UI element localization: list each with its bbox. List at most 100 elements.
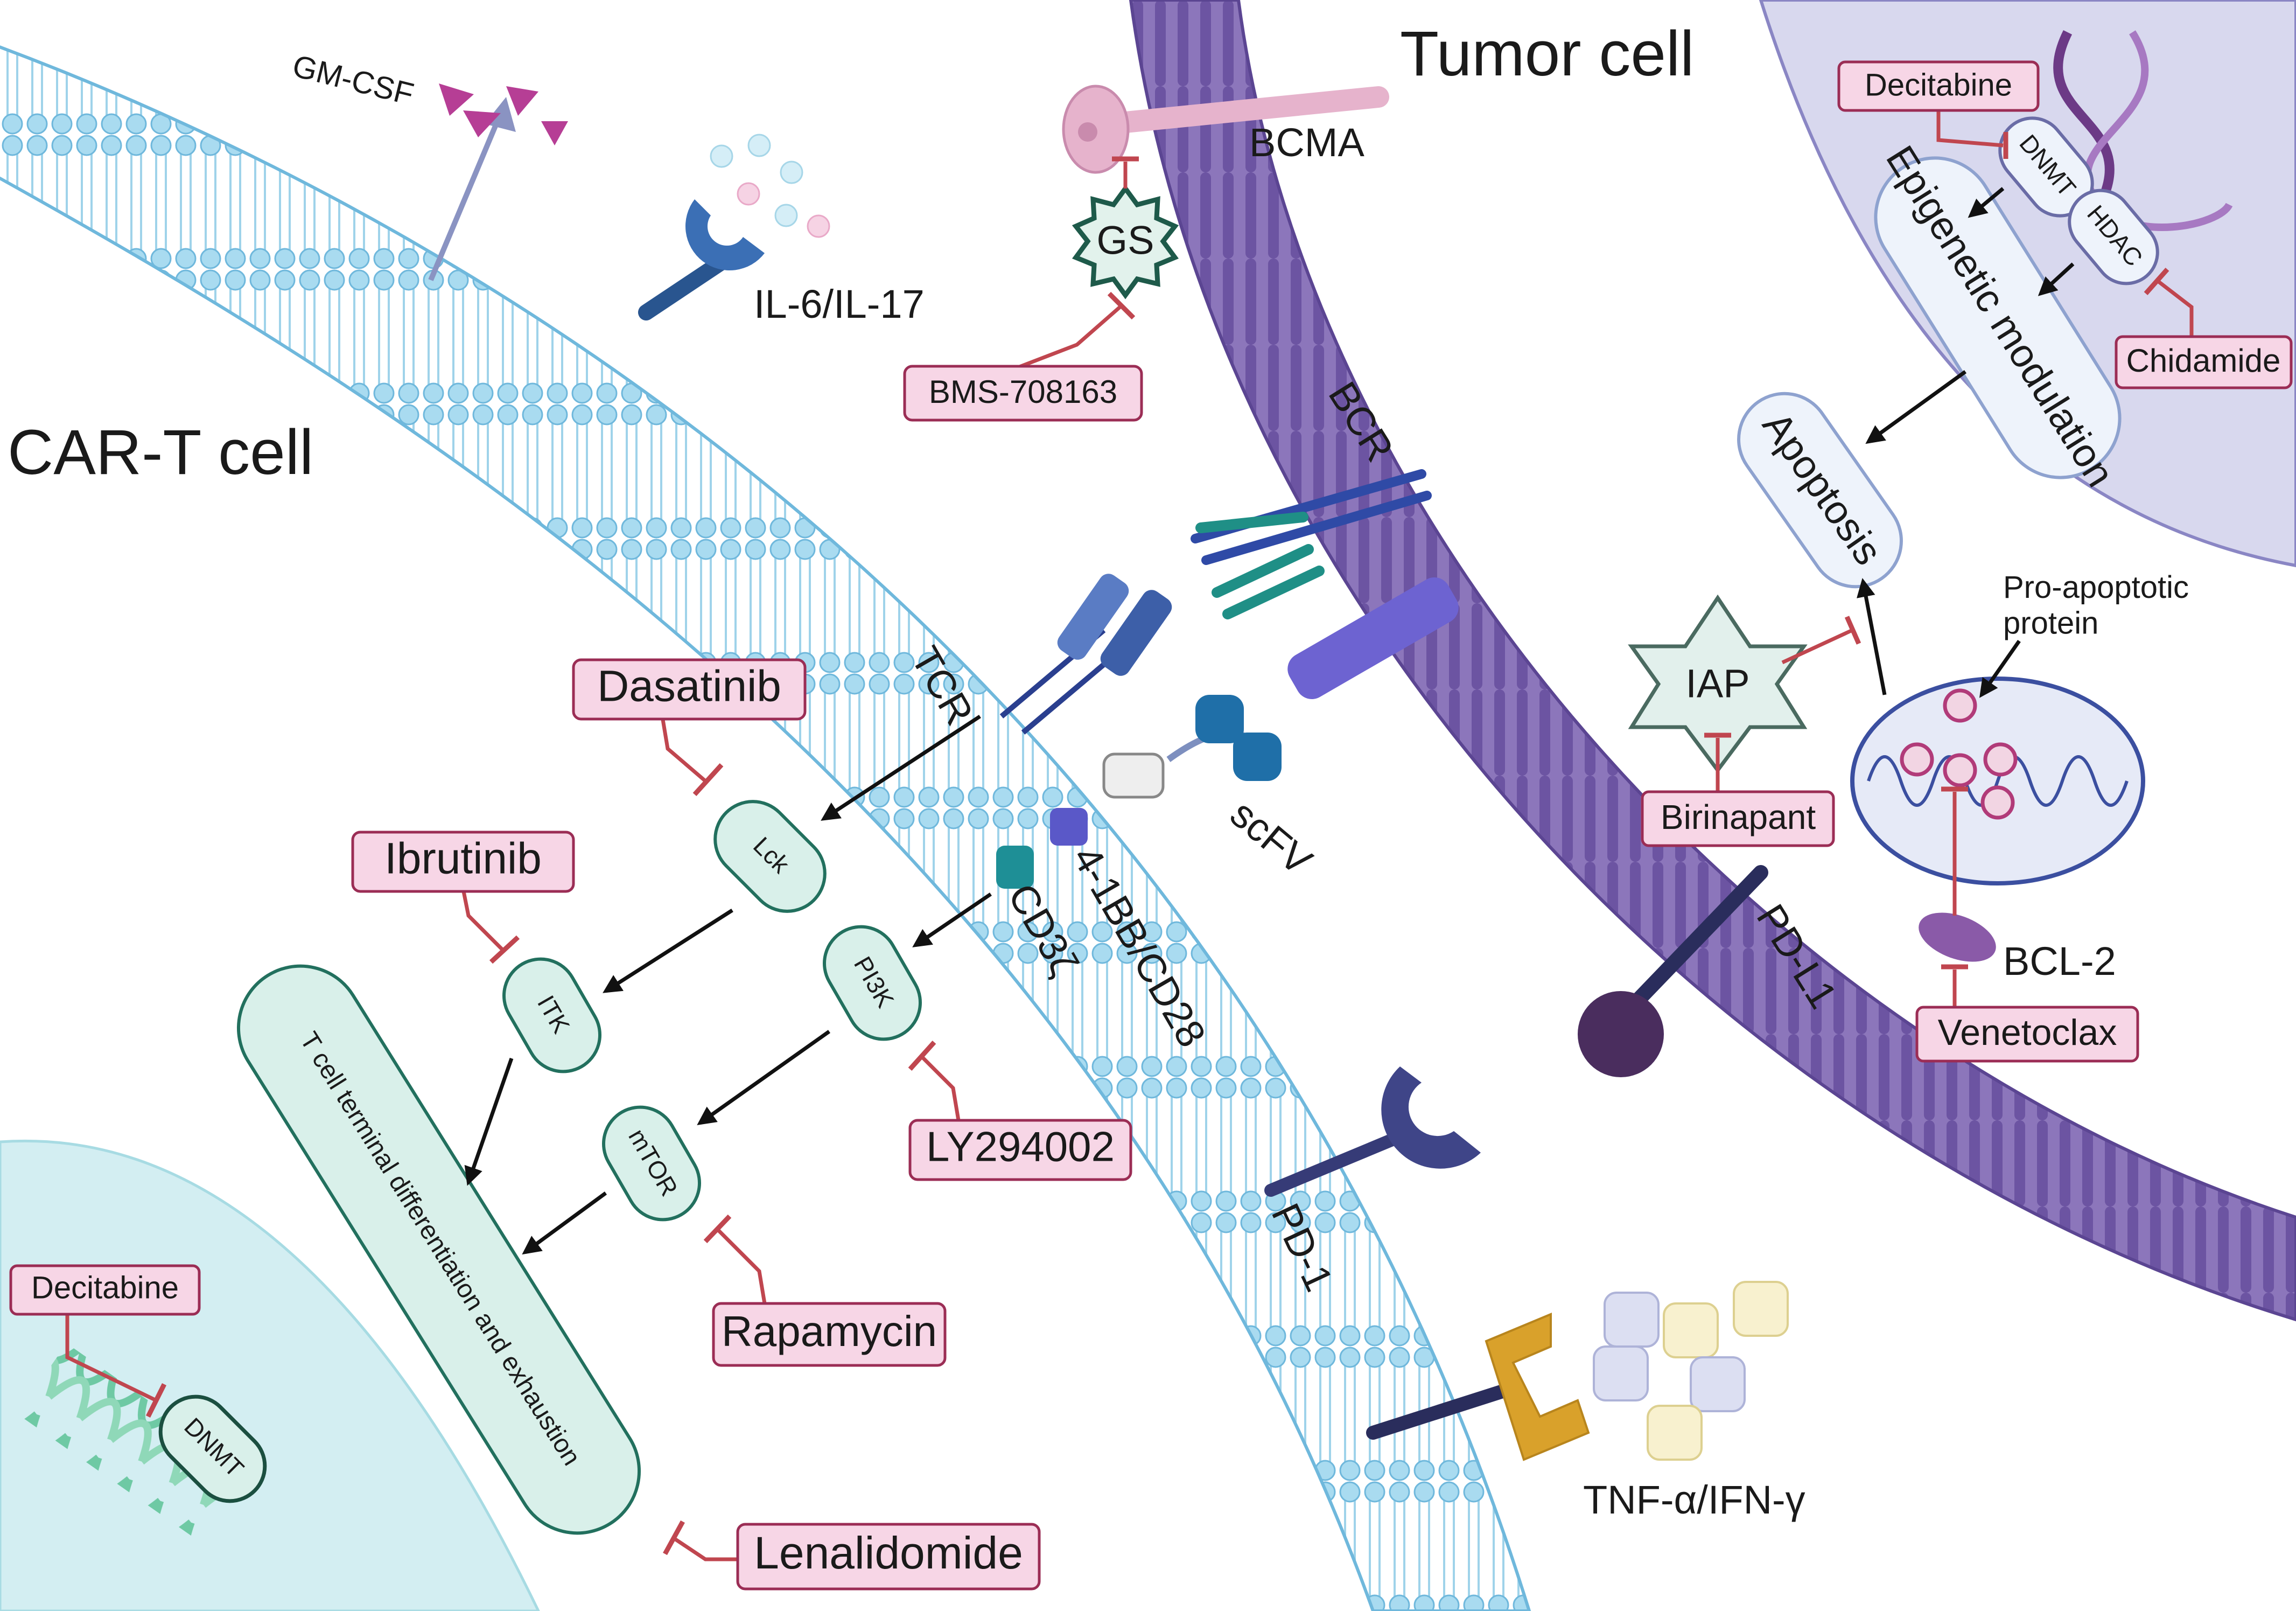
birinapant-label: Birinapant (1661, 798, 1816, 836)
arrow-cd3z-pi3k (912, 892, 992, 947)
antigen-block (1287, 577, 1459, 699)
transmembrane-domain (1102, 752, 1165, 799)
chidamide-label: Chidamide (2126, 343, 2281, 379)
bcl2-label: BCL-2 (2003, 939, 2116, 984)
scfv-domain (1195, 695, 1244, 743)
iap-label: IAP (1685, 661, 1749, 706)
inhibit-bms-gs (1006, 305, 1122, 374)
tcr-chain (1057, 574, 1129, 660)
drug-chidamide: Chidamide (2115, 335, 2293, 389)
t-cell-membrane (0, 45, 1531, 1611)
inhibit-bar (1107, 291, 1136, 320)
arrow-itk-exhaustion (464, 1057, 514, 1186)
secretion-arrow (428, 112, 503, 281)
bcma-stalk (1098, 86, 1389, 135)
gm-csf-molecule (439, 83, 474, 116)
pdl1-head (1578, 991, 1664, 1077)
inhibit-rapamycin-mtor (715, 1226, 767, 1304)
drug-bms-708163: BMS-708163 (903, 365, 1143, 422)
drug-venetoclax: Venetoclax (1915, 1006, 2139, 1063)
gamma-secretase: GS (1072, 184, 1179, 299)
dasatinib-label: Dasatinib (597, 662, 781, 711)
drug-decitabine-t: Decitabine (9, 1264, 201, 1316)
tnf-ifn-receptor: TNF-α/IFN-γ (1366, 1281, 1805, 1522)
cytokine-dot (774, 204, 798, 227)
cd3z-domain (996, 846, 1034, 889)
pd1-stalk (1264, 1130, 1406, 1197)
node-pi3k: PI3K (823, 925, 922, 1041)
bcr-chain (1201, 491, 1432, 565)
cytokine-square (1593, 1345, 1649, 1401)
mito-cristae (1867, 755, 2129, 807)
arrow-mito-apoptosis (1857, 578, 1887, 695)
arrow-epigenetic-apoptosis (1865, 370, 1967, 444)
bcl2-blob (1919, 912, 1996, 962)
tnf-receptor-stalk (1366, 1383, 1515, 1440)
ibrutinib-label: Ibrutinib (384, 834, 542, 883)
node-itk: ITK (502, 957, 601, 1073)
arrow-to-mito-dot (1979, 639, 2021, 698)
pdl1-stalk (1613, 865, 1768, 1026)
drug-birinapant: Birinapant (1641, 790, 1835, 847)
tumor-membrane (1129, 0, 2296, 1322)
arrow-hdac-epigenetic (2038, 262, 2075, 296)
gs-label: GS (1097, 218, 1154, 263)
node-dnmt-t: DNMT (158, 1394, 267, 1503)
inhibit-bar (908, 1040, 936, 1071)
inhibit-ibrutinib-itk (461, 888, 505, 952)
scfv-domain (1233, 733, 1282, 781)
bcma-receptor: BCMA (1062, 85, 1389, 174)
node-lck: Lck (713, 800, 827, 913)
rapamycin-label: Rapamycin (722, 1307, 937, 1355)
bcr-chain (1195, 512, 1308, 533)
inhibit-bar (703, 1214, 732, 1244)
tcr-chain (1100, 590, 1172, 676)
ly294002-label: LY294002 (926, 1123, 1115, 1170)
inhibit-bar (1844, 616, 1861, 645)
bcr-chain (1222, 566, 1325, 619)
inhibit-dasatinib-lck (660, 716, 707, 783)
cytokine-dot (737, 182, 760, 206)
node-mtor: mTOR (602, 1105, 701, 1222)
il6-il17-receptor: IL-6/IL-17 (638, 134, 925, 326)
secretion-arrowhead (485, 97, 516, 132)
cytokine-square (1647, 1405, 1703, 1461)
cytokine-square (1733, 1281, 1789, 1337)
tumor-cell-label: Tumor cell (1400, 18, 1694, 89)
inhibit-bar (692, 763, 724, 797)
inhibit-lenalidomide (672, 1536, 738, 1561)
pd1-cup (1381, 1066, 1481, 1169)
decitabine-t-label: Decitabine (31, 1270, 179, 1305)
il6-il17-label: IL-6/IL-17 (754, 282, 925, 326)
cytokine-dot (780, 161, 803, 184)
tnf-receptor-cup (1485, 1313, 1590, 1461)
arrow-mtor-exhaustion (522, 1191, 607, 1255)
drug-dasatinib: Dasatinib (572, 658, 807, 721)
scfv-label: scFV (1222, 791, 1321, 884)
inhibit-bar (145, 1383, 167, 1418)
gm-csf-molecule (506, 86, 538, 116)
inhibit-bar (2144, 268, 2169, 295)
cytokine-dot (807, 214, 830, 238)
gs-star (1072, 184, 1179, 299)
inhibit-decitabine-t (65, 1314, 157, 1403)
lenalidomide-label: Lenalidomide (754, 1528, 1023, 1578)
drug-decitabine-tumor: Decitabine (1837, 60, 2040, 112)
inhibit-bar (663, 1520, 685, 1556)
arrow-lck-itk (603, 909, 733, 993)
cytokine-dot (710, 144, 733, 168)
bcma-label: BCMA (1249, 120, 1364, 165)
inhibit-bar (489, 935, 520, 964)
drug-ibrutinib: Ibrutinib (351, 831, 575, 893)
inhibit-decitabine-dnmt (1936, 110, 2004, 148)
pro-apoptotic-dot (1983, 742, 2018, 777)
bcl2-protein: BCL-2 (1919, 912, 2116, 984)
arrow-pi3k-mtor (697, 1030, 831, 1126)
pro-apoptotic-dot (1943, 753, 1977, 787)
bcma-dot (1078, 122, 1097, 142)
pro-apoptotic-dot (1980, 785, 2015, 820)
cytokine-square (1604, 1292, 1660, 1348)
receptor-stalk (638, 250, 735, 320)
